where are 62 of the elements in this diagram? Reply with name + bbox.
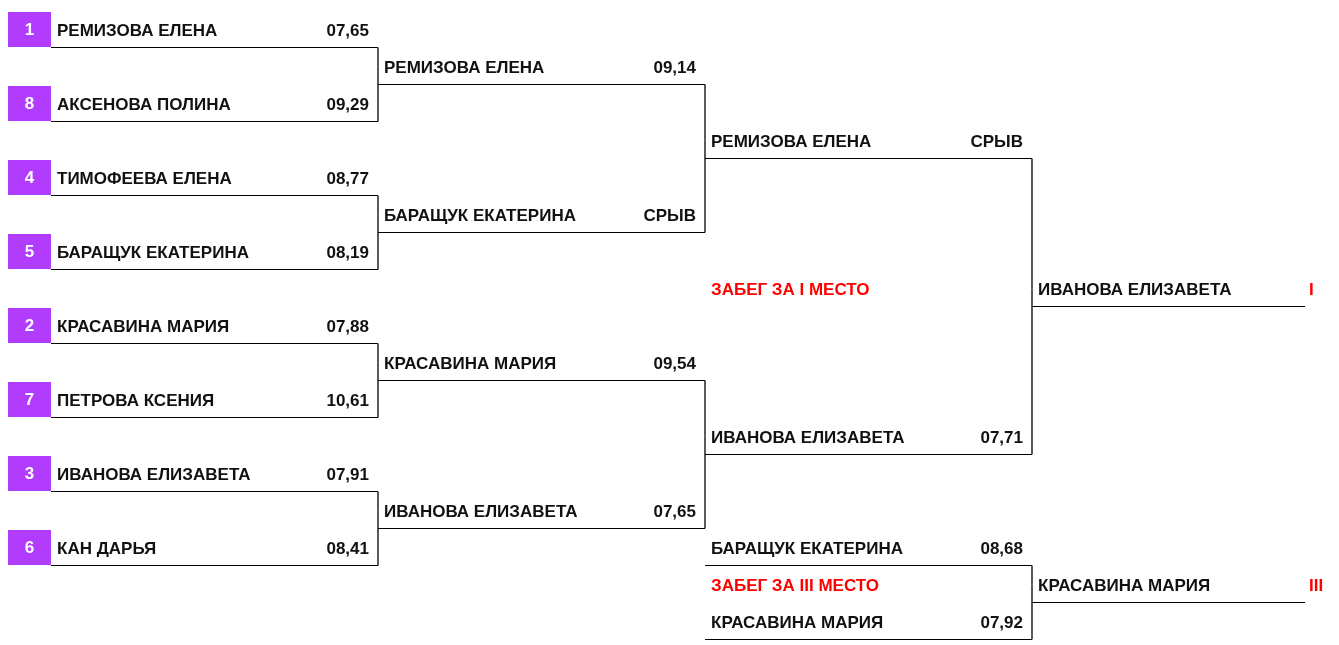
athlete-name: РЕМИЗОВА ЕЛЕНА <box>384 58 545 76</box>
race-time: 07,71 <box>980 428 1023 446</box>
bracket-line <box>704 379 706 438</box>
seed-badge: 5 <box>8 234 51 269</box>
race-time: СРЫВ <box>970 132 1023 150</box>
seed-badge: 4 <box>8 160 51 195</box>
seed-badge: 7 <box>8 382 51 417</box>
athlete-name: КРАСАВИНА МАРИЯ <box>57 317 230 335</box>
race-time: 07,92 <box>980 613 1023 631</box>
race-time: 09,29 <box>326 95 369 113</box>
race-time: 08,41 <box>326 539 369 557</box>
athlete-name: КРАСАВИНА МАРИЯ <box>384 354 557 372</box>
bracket-line <box>704 435 706 530</box>
race-heading: ЗАБЕГ ЗА I МЕСТО <box>711 278 870 298</box>
athlete-name: КРАСАВИНА МАРИЯ <box>1038 576 1211 594</box>
athlete-name: ИВАНОВА ЕЛИЗАВЕТА <box>711 428 905 446</box>
athlete-name: РЕМИЗОВА ЕЛЕНА <box>711 132 872 150</box>
place-numeral: III <box>1309 574 1324 594</box>
athlete-name: БАРАЩУК ЕКАТЕРИНА <box>384 206 576 224</box>
race-time: 07,88 <box>326 317 369 335</box>
bracket-line <box>377 490 379 512</box>
bracket-line <box>377 361 379 419</box>
bracket-line <box>1031 287 1033 456</box>
race-time: 09,14 <box>653 58 696 76</box>
seed-badge: 6 <box>8 530 51 565</box>
athlete-name: ИВАНОВА ЕЛИЗАВЕТА <box>57 465 251 483</box>
race-time: 07,91 <box>326 465 369 483</box>
athlete-name: БАРАЩУК ЕКАТЕРИНА <box>57 243 249 261</box>
race-time: СРЫВ <box>643 206 696 224</box>
race-time: 08,68 <box>980 539 1023 557</box>
race-heading: ЗАБЕГ ЗА III МЕСТО <box>711 574 879 594</box>
bracket-line <box>704 139 706 234</box>
race-time: 08,19 <box>326 243 369 261</box>
bracket-line <box>377 194 379 216</box>
bracket-line <box>377 46 379 68</box>
race-time: 08,77 <box>326 169 369 187</box>
bracket-line <box>377 342 379 364</box>
athlete-name: ТИМОФЕЕВА ЕЛЕНА <box>57 169 232 187</box>
bracket-line <box>704 83 706 142</box>
athlete-name: РЕМИЗОВА ЕЛЕНА <box>57 21 218 39</box>
athlete-name: ПЕТРОВА КСЕНИЯ <box>57 391 215 409</box>
athlete-name: ИВАНОВА ЕЛИЗАВЕТА <box>384 502 578 520</box>
seed-badge: 3 <box>8 456 51 491</box>
athlete-name: КАН ДАРЬЯ <box>57 539 157 557</box>
bracket-line <box>1031 564 1033 586</box>
seed-badge: 8 <box>8 86 51 121</box>
bracket-line <box>377 213 379 271</box>
seed-badge: 2 <box>8 308 51 343</box>
bracket-line <box>377 65 379 123</box>
race-time: 07,65 <box>653 502 696 520</box>
bracket-line <box>377 509 379 567</box>
bracket-line <box>1031 157 1033 290</box>
athlete-name: АКСЕНОВА ПОЛИНА <box>57 95 231 113</box>
athlete-name: БАРАЩУК ЕКАТЕРИНА <box>711 539 903 557</box>
athlete-name: КРАСАВИНА МАРИЯ <box>711 613 884 631</box>
bracket-line <box>1031 583 1033 641</box>
race-time: 09,54 <box>653 354 696 372</box>
place-numeral: I <box>1309 278 1314 298</box>
athlete-name: ИВАНОВА ЕЛИЗАВЕТА <box>1038 280 1232 298</box>
race-time: 07,65 <box>326 21 369 39</box>
seed-badge: 1 <box>8 12 51 47</box>
race-time: 10,61 <box>326 391 369 409</box>
